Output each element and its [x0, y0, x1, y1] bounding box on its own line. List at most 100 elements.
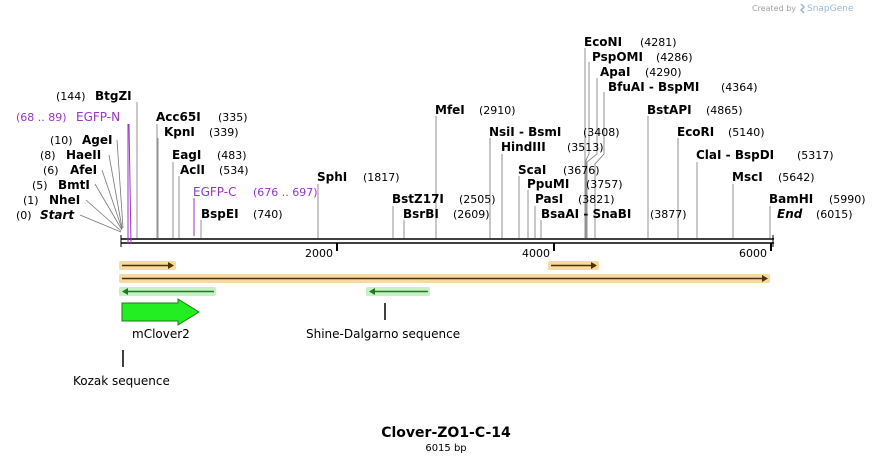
enzyme-pos-kpni: (339) [209, 126, 239, 139]
orf-arrow-short-right [548, 261, 599, 270]
enzyme-name-bfuai-bspmi: BfuAI - BspMI [608, 80, 699, 94]
enzyme-pos-acc65i: (335) [218, 111, 248, 124]
enzyme-name-mfei: MfeI [435, 103, 465, 117]
enzyme-name-acli: AclI [180, 163, 205, 177]
enzyme-pos-bfuai-bspmi: (4364) [721, 81, 758, 94]
watermark-created-by: Created by [752, 4, 796, 13]
tick-label-2000: 2000 [305, 247, 333, 260]
primer-pos-egfp-n: (68 .. 89) [16, 111, 67, 124]
enzyme-name-pasi: PasI [535, 192, 563, 206]
primer-line-egfp-n-b [128, 123, 132, 245]
orf-arrow-long [119, 274, 770, 283]
enzyme-name-haeii: HaeII [66, 148, 101, 162]
snapgene-watermark: Created by SnapGene [752, 3, 854, 14]
tick-label-6000: 6000 [739, 247, 767, 260]
enzyme-name-scai: ScaI [518, 163, 546, 177]
enzyme-name-end: End [777, 207, 803, 221]
enzyme-name-bmti: BmtI [58, 178, 90, 192]
enzyme-name-eagi: EagI [172, 148, 201, 162]
enzyme-name-nsii-bsmi: NsiI - BsmI [489, 125, 561, 139]
enzyme-pos-clai-bspdi: (5317) [797, 149, 834, 162]
enzyme-pos-acli: (534) [219, 164, 249, 177]
enzyme-name-btgzi: BtgZI [95, 89, 132, 103]
reverse-orf-left [119, 287, 216, 296]
enzyme-name-bamhi: BamHI [769, 192, 813, 206]
enzyme-name-bsrbi: BsrBI [403, 207, 439, 221]
leader-afei [101, 169, 123, 230]
watermark-snapgene: SnapGene [807, 4, 854, 14]
enzyme-name-bsaai-snabi: BsaAI - SnaBI [541, 207, 631, 221]
snapgene-logo-icon [799, 3, 806, 14]
enzyme-name-start: Start [40, 208, 75, 222]
features: mClover2 Shine-Dalgarno sequence Kozak s… [73, 298, 460, 388]
enzyme-pos-end: (6015) [816, 208, 853, 221]
primer-labels: (68 .. 89) EGFP-N EGFP-C (676 .. 697) [16, 110, 318, 199]
enzyme-name-agei: AgeI [82, 133, 112, 147]
leader-nhei [85, 199, 122, 232]
orf-long-arrowhead-icon [762, 275, 768, 282]
feature-shine-dalgarno: Shine-Dalgarno sequence [306, 303, 460, 341]
leader-bmti [94, 183, 123, 231]
enzyme-name-econi: EcoNI [584, 35, 622, 49]
enzyme-name-msci: MscI [732, 170, 763, 184]
enzyme-pos-scai: (3676) [563, 164, 600, 177]
orf-arrow-short-left [119, 261, 176, 270]
enzyme-pos-apai: (4290) [645, 66, 682, 79]
enzyme-name-clai-bspdi: ClaI - BspDI [696, 148, 774, 162]
enzyme-labels: (0) Start (1) NheI (5) BmtI (6) AfeI (8)… [16, 35, 866, 222]
reverse-orf-mid [366, 287, 430, 296]
enzyme-pos-pspomi: (4286) [656, 51, 693, 64]
primer-name-egfp-n: EGFP-N [76, 110, 120, 124]
enzyme-name-apai: ApaI [600, 65, 630, 79]
leader-start [79, 214, 122, 233]
backbone [120, 235, 774, 247]
plasmid-size: 6015 bp [425, 443, 466, 454]
enzyme-pos-afei: (6) [43, 164, 59, 177]
enzyme-pos-msci: (5642) [778, 171, 815, 184]
enzyme-name-bstapi: BstAPI [647, 103, 692, 117]
enzyme-label-nhei: (1) NheI [23, 193, 80, 207]
leader-haeii [108, 154, 123, 229]
plasmid-name: Clover-ZO1-C-14 [381, 425, 511, 441]
reverse-orf-left-arrowhead-icon [122, 288, 128, 295]
start-leader-lines [79, 139, 124, 233]
primer-pos-egfp-c: (676 .. 697) [253, 186, 318, 199]
enzyme-label-haeii: (8) HaeII [40, 148, 101, 162]
orf-short-left-arrowhead-icon [168, 262, 174, 269]
reverse-orf-arrows [119, 287, 430, 296]
feature-label-shine-dalgarno: Shine-Dalgarno sequence [306, 327, 460, 341]
enzyme-pos-bstapi: (4865) [706, 104, 743, 117]
orf-arrows [119, 261, 770, 283]
map-title: Clover-ZO1-C-14 6015 bp [381, 425, 511, 454]
enzyme-pos-haeii: (8) [40, 149, 56, 162]
leader-agei [116, 139, 124, 229]
enzyme-name-nhei: NheI [49, 193, 80, 207]
reverse-orf-mid-arrowhead-icon [369, 288, 375, 295]
enzyme-name-bspei: BspEI [201, 207, 239, 221]
site-line-pspomi [585, 62, 590, 238]
enzyme-name-bstz17i: BstZ17I [392, 192, 444, 206]
enzyme-pos-sphi: (1817) [363, 171, 400, 184]
orf-short-right-arrowhead-icon [591, 262, 597, 269]
enzyme-label-agei: (10) AgeI [50, 133, 112, 147]
enzyme-name-afei: AfeI [70, 163, 97, 177]
feature-label-mclover2: mClover2 [132, 327, 190, 341]
enzyme-name-ecori: EcoRI [677, 125, 714, 139]
site-line-apai [586, 78, 598, 238]
enzyme-pos-bspei: (740) [253, 208, 283, 221]
site-line-bfuai [594, 92, 605, 238]
feature-kozak: Kozak sequence [73, 350, 170, 388]
enzyme-pos-nhei: (1) [23, 194, 39, 207]
enzyme-label-bmti: (5) BmtI [32, 178, 90, 192]
enzyme-pos-pasi: (3821) [578, 193, 615, 206]
enzyme-name-kpni: KpnI [164, 125, 195, 139]
enzyme-pos-agei: (10) [50, 134, 73, 147]
enzyme-pos-start: (0) [16, 209, 32, 222]
mclover2-arrow-icon [121, 298, 200, 326]
enzyme-pos-mfei: (2910) [479, 104, 516, 117]
enzyme-pos-bsaai-snabi: (3877) [650, 208, 687, 221]
feature-label-kozak: Kozak sequence [73, 374, 170, 388]
enzyme-site-lines [136, 48, 771, 238]
enzyme-label-start: (0) Start [16, 208, 75, 222]
